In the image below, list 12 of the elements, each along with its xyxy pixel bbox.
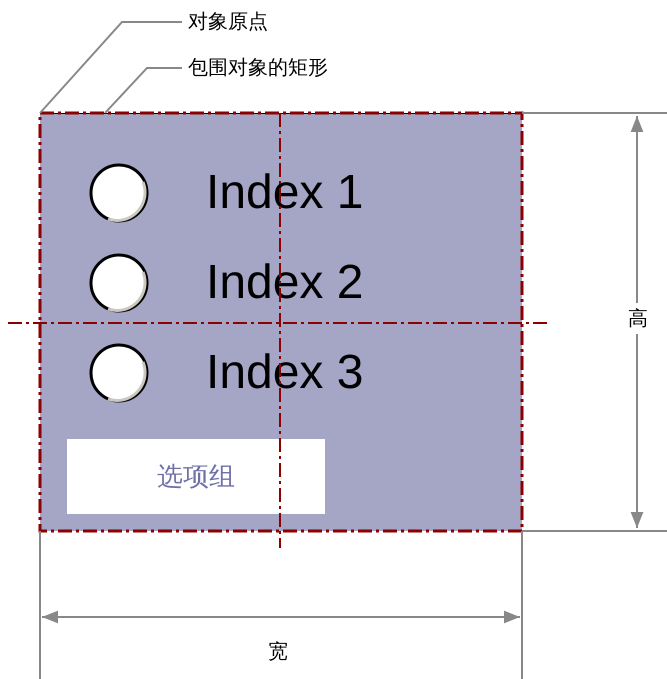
option-label: Index 2 <box>206 259 364 307</box>
option-label: Index 1 <box>206 169 364 217</box>
callout-label: 对象原点 <box>188 8 268 35</box>
dimension-label: 高 <box>626 303 650 334</box>
leader-line <box>39 21 182 114</box>
callout-label: 包围对象的矩形 <box>188 54 328 81</box>
radio-option <box>88 162 364 224</box>
option-label: Index 3 <box>206 349 364 397</box>
group-caption: 选项组 <box>67 439 325 514</box>
radio-option <box>88 342 364 404</box>
leader-line <box>104 67 182 114</box>
radio-option <box>88 252 364 314</box>
